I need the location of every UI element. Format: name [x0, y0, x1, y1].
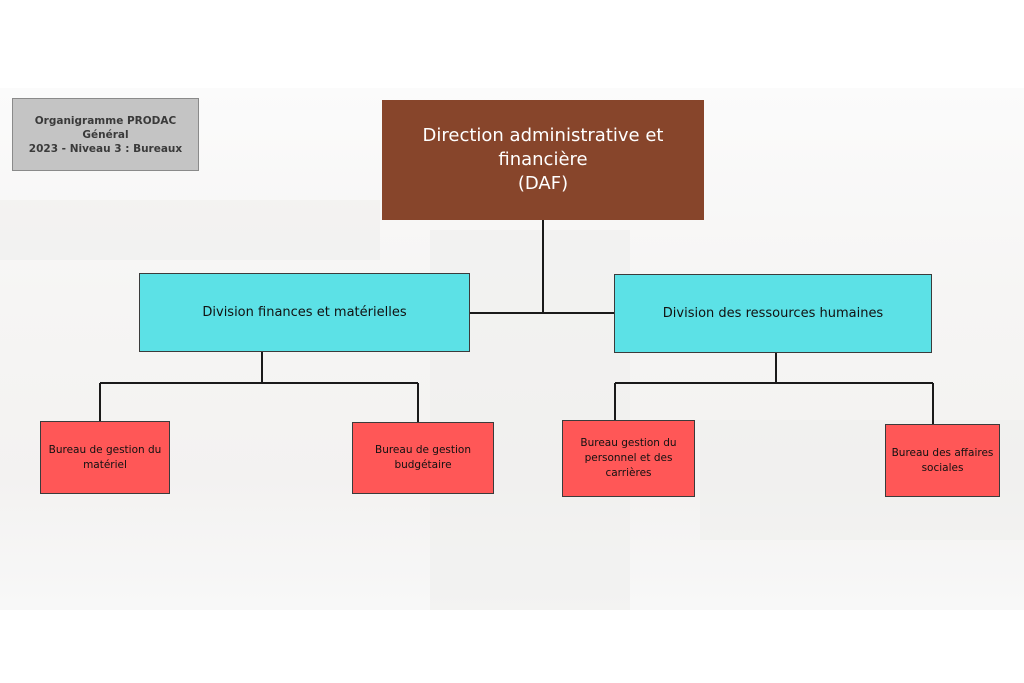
bureau-label-line: Bureau gestion du: [580, 437, 677, 449]
bureau-node-materiel: Bureau de gestion du matériel: [40, 421, 170, 494]
bureau-label-line: Bureau de gestion du: [48, 443, 162, 456]
direction-label-line: (DAF): [517, 173, 569, 194]
direction-node-daf: Direction administrative et financière (…: [382, 100, 704, 220]
bureau-label-line: Bureau de gestion: [374, 444, 471, 456]
direction-label-line: financière: [498, 149, 588, 170]
chart-title-line: Général: [82, 128, 129, 141]
chart-title-box: Organigramme PRODAC Général 2023 - Nivea…: [12, 98, 199, 171]
background-shape: [0, 200, 380, 260]
bureau-label-line: matériel: [83, 458, 127, 471]
division-node-rh: Division des ressources humaines: [614, 274, 932, 353]
direction-label-line: Direction administrative et: [422, 125, 664, 146]
chart-title-line: Organigramme PRODAC: [34, 114, 177, 127]
bureau-label-line: personnel et des: [584, 452, 673, 464]
chart-title-line: 2023 - Niveau 3 : Bureaux: [28, 142, 183, 155]
bureau-node-personnel: Bureau gestion du personnel et des carri…: [562, 420, 695, 497]
bureau-label-line: budgétaire: [394, 459, 452, 471]
division-node-finances: Division finances et matérielles: [139, 273, 470, 352]
bureau-label-line: Bureau des affaires: [891, 446, 994, 459]
bureau-label-line: carrières: [605, 467, 652, 479]
bureau-node-budgetaire: Bureau de gestion budgétaire: [352, 422, 494, 494]
bureau-label-line: sociales: [921, 461, 964, 474]
division-label: Division finances et matérielles: [202, 305, 407, 320]
division-label: Division des ressources humaines: [662, 306, 884, 321]
bureau-node-affaires-sociales: Bureau des affaires sociales: [885, 424, 1000, 497]
